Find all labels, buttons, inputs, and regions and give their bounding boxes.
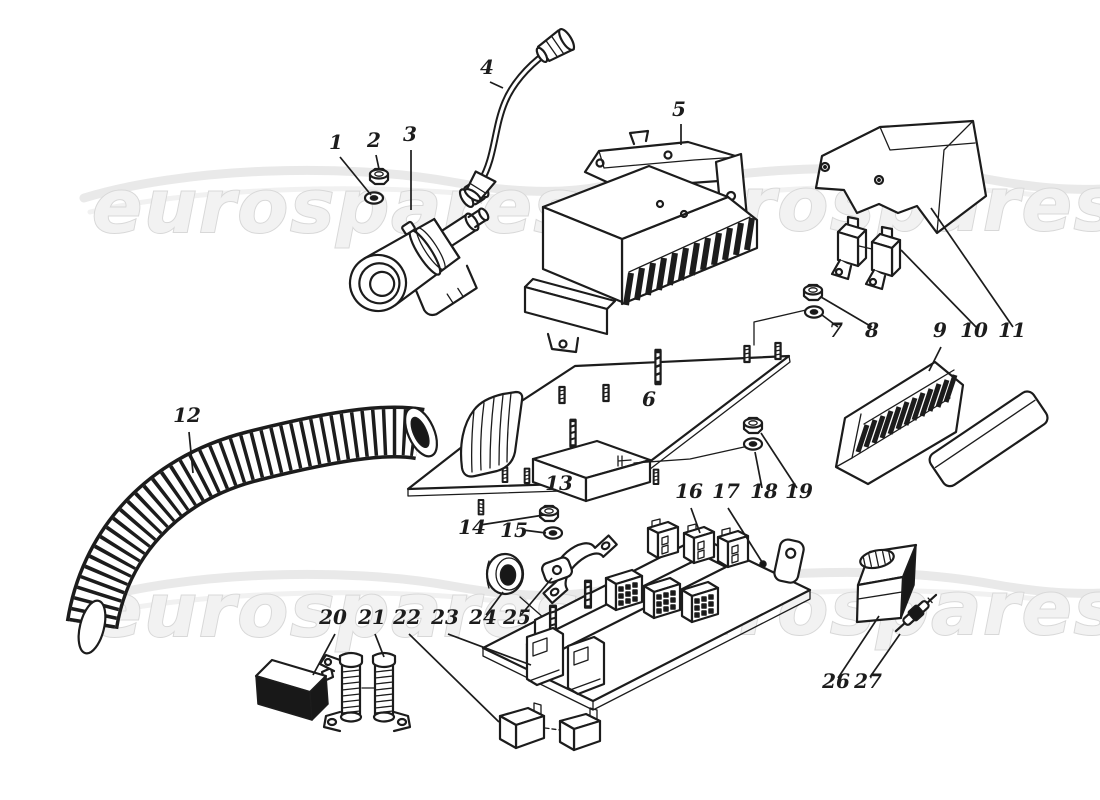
leader-line-part-25 bbox=[520, 577, 553, 616]
sensor-cable bbox=[463, 27, 576, 203]
connector-blocks bbox=[646, 518, 750, 569]
leader-line-part-11 bbox=[930, 207, 1014, 328]
leader-lines bbox=[188, 81, 1014, 723]
leader-line-part-21 bbox=[374, 633, 385, 658]
part-number-27: 27 bbox=[853, 669, 882, 693]
leader-line-part-17 bbox=[727, 507, 763, 563]
nut-8 bbox=[802, 283, 824, 302]
part-number-8: 8 bbox=[864, 318, 879, 342]
relay-holder bbox=[525, 626, 565, 687]
leader-line-part-19 bbox=[760, 432, 798, 489]
relay-cover bbox=[814, 119, 988, 235]
leader-line-part-2 bbox=[375, 154, 380, 170]
ballast-resistors bbox=[318, 651, 412, 733]
leader-line-part-24 bbox=[485, 591, 504, 616]
part-number-10: 10 bbox=[960, 318, 988, 342]
leader-line-part-9 bbox=[928, 346, 942, 372]
part-number-9: 9 bbox=[933, 318, 947, 342]
heatsink-cover bbox=[928, 390, 1049, 488]
spare-relays bbox=[498, 702, 602, 752]
nut-14 bbox=[538, 504, 560, 523]
ribbed-duct bbox=[459, 390, 524, 478]
leader-line-part-16 bbox=[690, 507, 701, 534]
part-number-3: 3 bbox=[403, 122, 417, 146]
part-number-14: 14 bbox=[458, 515, 486, 539]
watermark-top-left bbox=[84, 164, 604, 250]
part-number-16: 16 bbox=[675, 479, 703, 503]
nut-19 bbox=[742, 416, 764, 435]
part-number-24: 24 bbox=[468, 605, 497, 629]
part-number-26: 26 bbox=[821, 669, 850, 693]
part-number-20: 20 bbox=[318, 605, 347, 629]
part-number-18: 18 bbox=[750, 479, 778, 503]
relay-plate bbox=[481, 518, 812, 711]
inline-diode bbox=[894, 593, 938, 633]
rubber-grommet bbox=[485, 552, 525, 596]
part-number-13: 13 bbox=[545, 471, 573, 495]
leader-line-part-27 bbox=[869, 633, 901, 678]
part-number-23: 23 bbox=[430, 605, 459, 629]
part-number-1: 1 bbox=[329, 130, 343, 154]
hardware-link-lower bbox=[633, 446, 745, 464]
washer-1 bbox=[363, 191, 385, 205]
nut-2 bbox=[368, 167, 390, 186]
corrugated-hose bbox=[65, 405, 439, 655]
ignition-sensor bbox=[348, 207, 490, 317]
hardware-link-upper bbox=[753, 309, 807, 346]
leader-line-part-26 bbox=[837, 615, 880, 679]
leader-line-part-12 bbox=[188, 431, 194, 474]
part-number-12: 12 bbox=[173, 403, 201, 427]
flasher-unit bbox=[855, 543, 918, 624]
washer-7 bbox=[803, 305, 825, 319]
part-number-4: 4 bbox=[480, 55, 494, 79]
leader-line-part-15 bbox=[522, 529, 547, 534]
plate-end-bracket bbox=[773, 538, 805, 584]
part-number-25: 25 bbox=[502, 605, 531, 629]
part-number-19: 19 bbox=[785, 479, 813, 503]
part-number-15: 15 bbox=[500, 518, 528, 542]
plate-side-bracket bbox=[541, 556, 573, 584]
leader-line-part-20 bbox=[312, 633, 336, 676]
leader-line-part-4 bbox=[489, 81, 504, 89]
heatsink bbox=[834, 360, 965, 486]
part-number-17: 17 bbox=[712, 479, 740, 503]
part-number-7: 7 bbox=[829, 318, 843, 342]
relay-pair bbox=[830, 215, 902, 291]
leader-line-part-14 bbox=[479, 514, 545, 526]
connector-sockets bbox=[604, 568, 720, 624]
washer-15 bbox=[542, 526, 564, 540]
leader-line-part-8 bbox=[820, 296, 873, 328]
washer-18 bbox=[742, 437, 764, 451]
leader-line-part-22 bbox=[408, 633, 500, 723]
part-number-6: 6 bbox=[642, 387, 656, 411]
leader-line-part-18 bbox=[754, 451, 763, 489]
black-relay bbox=[254, 658, 335, 721]
leader-line-part-10 bbox=[900, 249, 977, 328]
part-number-2: 2 bbox=[366, 128, 381, 152]
part-number-11: 11 bbox=[998, 318, 1026, 342]
leader-line-part-7 bbox=[821, 314, 839, 328]
relay-holder bbox=[566, 635, 606, 696]
part-number-22: 22 bbox=[392, 605, 421, 629]
part-number-5: 5 bbox=[672, 97, 686, 121]
ecu-module bbox=[523, 129, 759, 354]
junction-box bbox=[531, 439, 652, 503]
part-number-21: 21 bbox=[357, 605, 386, 629]
leader-line-part-23 bbox=[447, 633, 532, 666]
leader-line-part-1 bbox=[339, 156, 372, 196]
mount-point-17 bbox=[759, 560, 767, 568]
